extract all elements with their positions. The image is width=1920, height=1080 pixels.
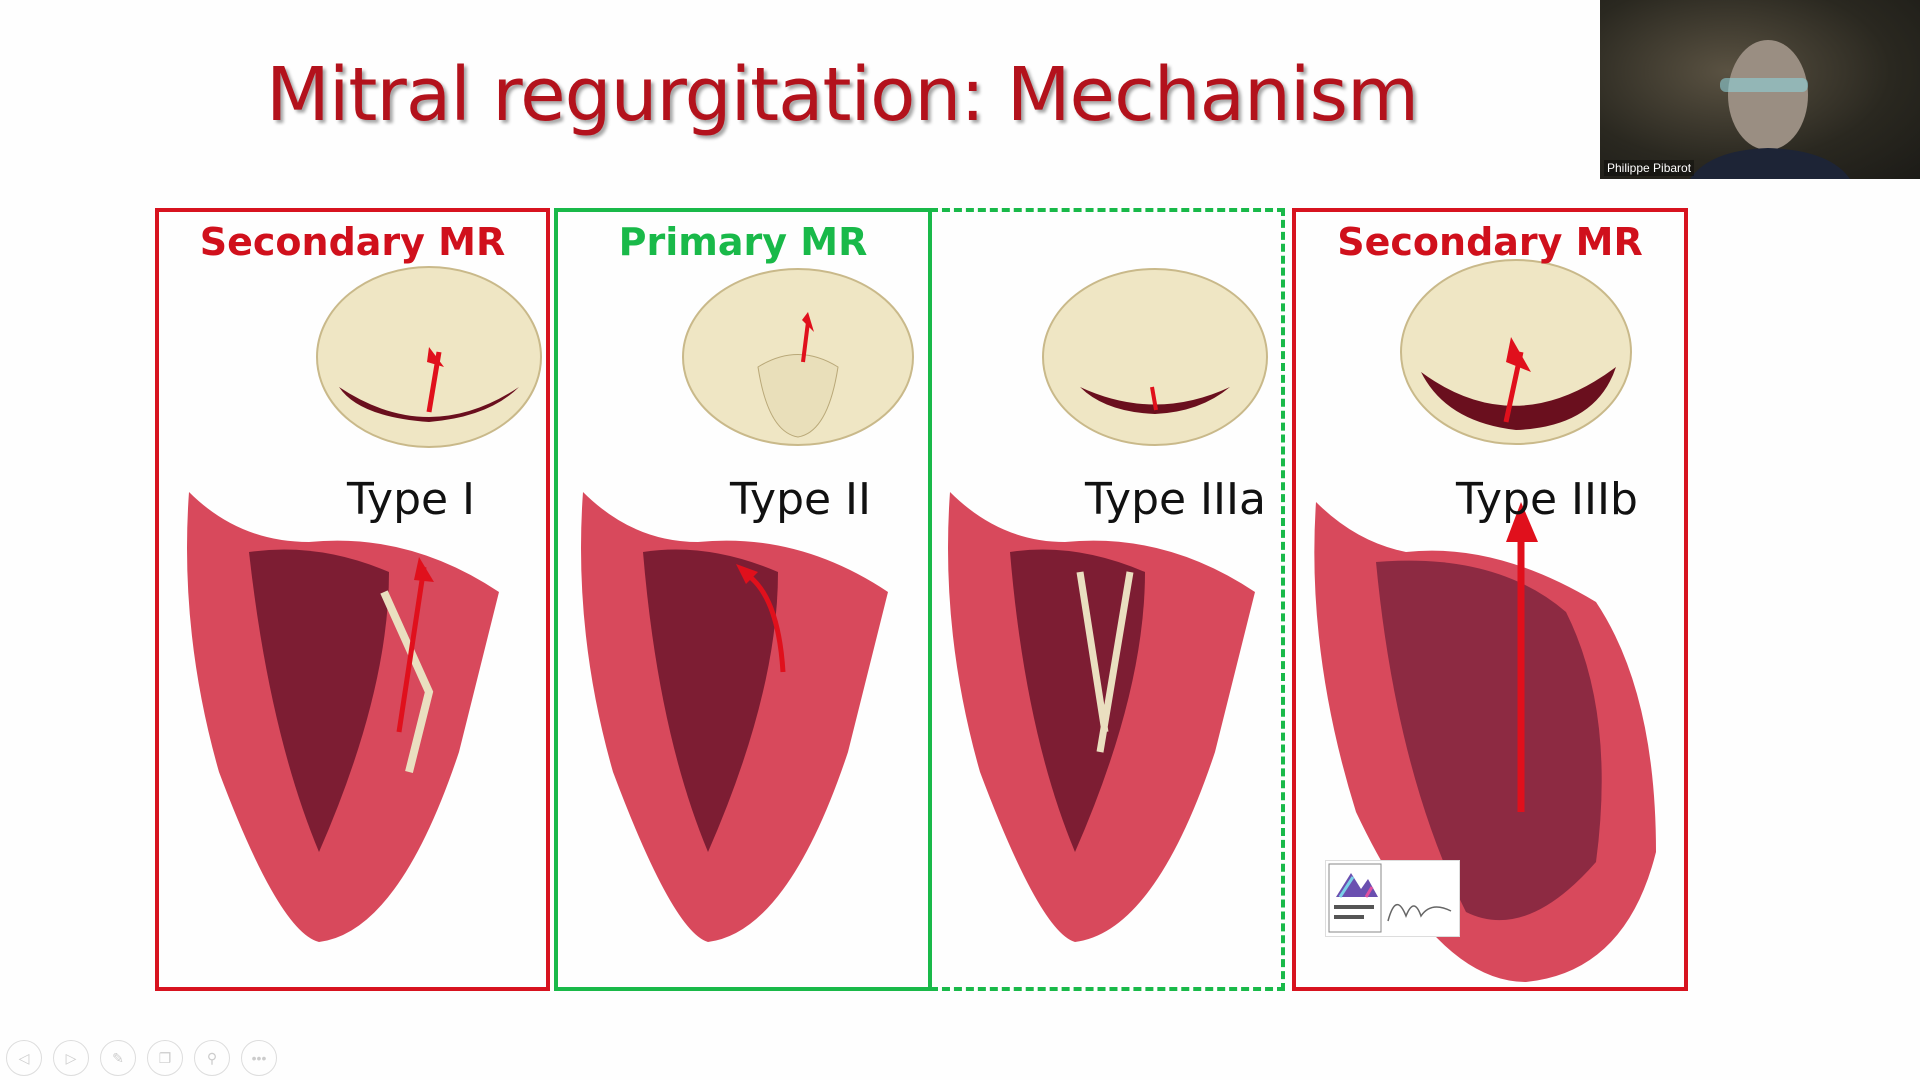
panel-type-3a: Type IIIa (930, 208, 1285, 991)
pen-icon[interactable]: ✎ (100, 1040, 136, 1076)
type-label: Type II (730, 474, 872, 525)
more-icon[interactable]: ••• (241, 1040, 277, 1076)
panel-header: Secondary MR (199, 220, 506, 264)
slides-icon[interactable]: ❐ (147, 1040, 183, 1076)
panel-header: Secondary MR (1337, 220, 1643, 264)
participant-name: Philippe Pibarot (1604, 160, 1695, 176)
slideshow-controls: ◁ ▷ ✎ ❐ ⚲ ••• (6, 1040, 277, 1076)
previous-icon[interactable]: ◁ (6, 1040, 42, 1076)
type-3a-illustration (948, 268, 1268, 942)
panel-type-1: Secondary MR Type I (155, 208, 550, 991)
panel-type-2: Primary MR Type II (554, 208, 932, 991)
type-2-illustration (581, 268, 914, 942)
slide-title: Mitral regurgitation: Mechanism (266, 52, 1419, 138)
panel-header: Primary MR (618, 220, 868, 264)
type-1-illustration (187, 266, 542, 942)
type-label: Type IIIa (1085, 474, 1266, 525)
type-label: Type I (347, 474, 476, 525)
webcam-video: Philippe Pibarot (1600, 0, 1920, 179)
speaker-silhouette (1690, 40, 1850, 179)
type-label: Type IIIb (1456, 474, 1638, 525)
mount-sinai-logo (1325, 860, 1460, 937)
zoom-icon[interactable]: ⚲ (194, 1040, 230, 1076)
next-icon[interactable]: ▷ (53, 1040, 89, 1076)
